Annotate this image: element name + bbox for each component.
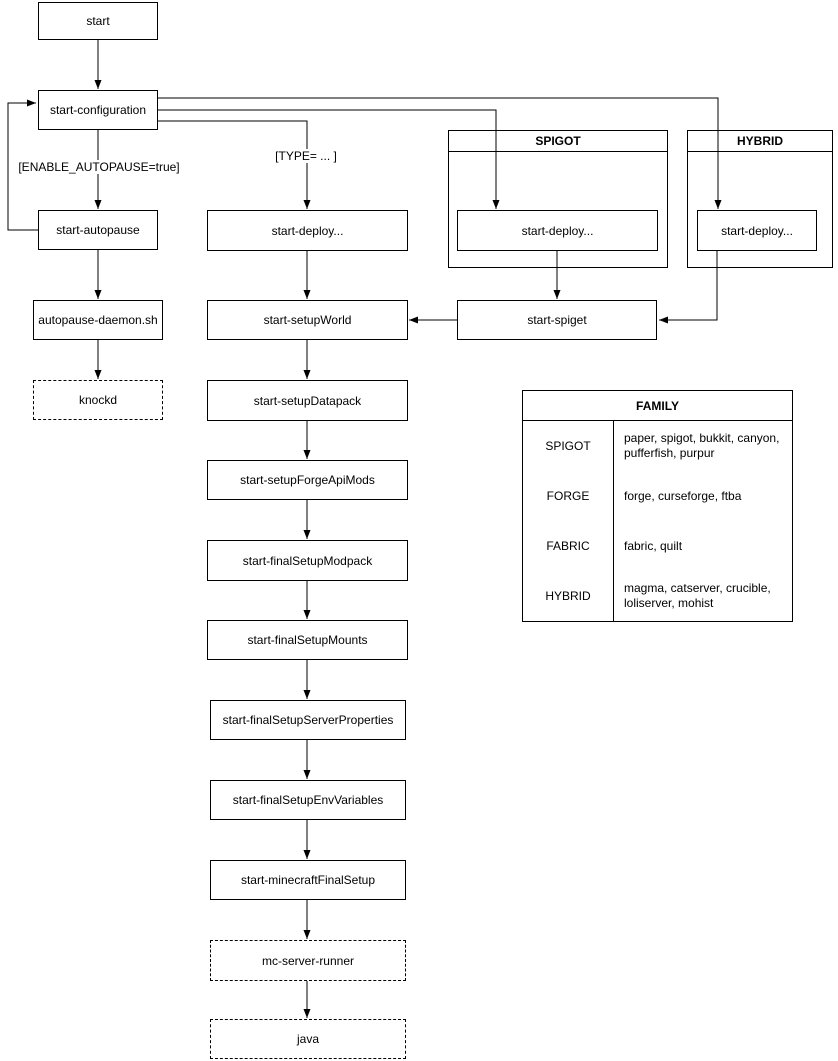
node-start: start bbox=[38, 2, 158, 40]
node-knockd: knockd bbox=[33, 380, 163, 420]
family-table: FAMILY SPIGOT paper, spigot, bukkit, can… bbox=[522, 390, 793, 622]
node-mc-server-runner: mc-server-runner bbox=[210, 940, 406, 981]
family-name: FORGE bbox=[523, 471, 614, 521]
edge-configuration-to-type-deploy bbox=[158, 120, 311, 209]
family-members: forge, curseforge, ftba bbox=[624, 488, 742, 503]
family-members: fabric, quilt bbox=[624, 538, 683, 553]
family-row: FABRIC fabric, quilt bbox=[523, 521, 792, 571]
node-start-spiget: start-spiget bbox=[457, 300, 657, 340]
family-name: HYBRID bbox=[523, 571, 614, 621]
node-hybrid-start-deploy: start-deploy... bbox=[697, 210, 817, 251]
node-java: java bbox=[210, 1019, 406, 1059]
family-row: SPIGOT paper, spigot, bukkit, canyon, pu… bbox=[523, 421, 792, 471]
family-row: HYBRID magma, catserver, crucible, lolis… bbox=[523, 571, 792, 621]
family-members: magma, catserver, crucible, loliserver, … bbox=[624, 581, 771, 610]
node-start-setupworld: start-setupWorld bbox=[207, 300, 408, 340]
node-start-minecraftfinalsetup: start-minecraftFinalSetup bbox=[210, 860, 406, 900]
edge-label-type: [TYPE= ... ] bbox=[274, 149, 338, 163]
node-start-deploy: start-deploy... bbox=[207, 210, 408, 251]
family-members: paper, spigot, bukkit, canyon, pufferfis… bbox=[624, 431, 780, 460]
node-spigot-start-deploy: start-deploy... bbox=[457, 210, 658, 251]
node-start-configuration: start-configuration bbox=[38, 90, 158, 130]
node-start-finalsetupenvvariables: start-finalSetupEnvVariables bbox=[210, 780, 406, 820]
node-autopause-daemon: autopause-daemon.sh bbox=[33, 300, 163, 340]
edge-hybriddeploy-to-spiget bbox=[659, 251, 718, 324]
hybrid-container-title: HYBRID bbox=[688, 131, 832, 152]
node-start-setupforgeapimods: start-setupForgeApiMods bbox=[207, 460, 408, 500]
spigot-container-title: SPIGOT bbox=[449, 131, 667, 152]
node-start-autopause: start-autopause bbox=[38, 210, 158, 250]
family-row: FORGE forge, curseforge, ftba bbox=[523, 471, 792, 521]
family-name: SPIGOT bbox=[523, 421, 614, 471]
edge-configuration-to-spigot-deploy bbox=[158, 109, 500, 209]
node-start-finalsetupserverproperties: start-finalSetupServerProperties bbox=[210, 700, 406, 740]
edge-autopause-loop-to-configuration bbox=[7, 99, 38, 231]
edge-configuration-to-hybrid-deploy bbox=[158, 97, 722, 209]
node-start-finalsetupmounts: start-finalSetupMounts bbox=[207, 620, 408, 660]
family-table-title: FAMILY bbox=[523, 391, 792, 421]
edge-label-enable-autopause: [ENABLE_AUTOPAUSE=true] bbox=[17, 160, 181, 174]
family-name: FABRIC bbox=[523, 521, 614, 571]
node-start-setupdatapack: start-setupDatapack bbox=[207, 380, 408, 421]
family-table-body: SPIGOT paper, spigot, bukkit, canyon, pu… bbox=[523, 421, 792, 621]
node-start-finalsetupmodpack: start-finalSetupModpack bbox=[207, 540, 408, 581]
